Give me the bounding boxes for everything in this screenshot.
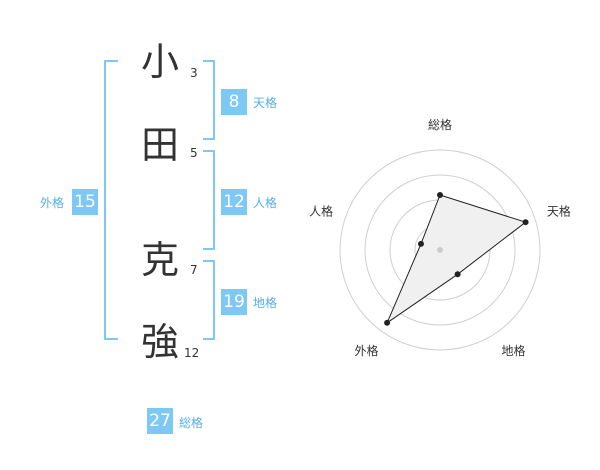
radar-point-1	[437, 192, 443, 198]
soukaku-label: 総格	[179, 416, 204, 430]
name-char-1: 小	[141, 40, 180, 84]
stroke-count-1: 3	[190, 66, 198, 80]
stroke-count-3: 7	[190, 263, 198, 277]
radar-axis-label-4: 外格	[354, 343, 378, 358]
tenkaku-value: 8	[221, 89, 247, 115]
radar-ring-3	[364, 174, 516, 326]
radar-center	[437, 247, 443, 253]
jinkaku-value: 12	[221, 189, 247, 215]
radar-ring-4	[339, 149, 541, 351]
chikaku-bracket	[203, 260, 215, 340]
jinkaku-bracket	[203, 150, 215, 250]
name-char-2: 田	[141, 123, 180, 167]
chikaku-label: 地格	[253, 296, 278, 310]
radar-points	[384, 192, 529, 326]
radar-point-3	[454, 271, 461, 278]
stroke-count-2: 5	[190, 146, 198, 160]
radar-point-4	[384, 319, 391, 326]
radar-polygon	[385, 194, 527, 325]
stroke-count-4: 12	[184, 346, 200, 360]
name-char-4: 強	[141, 320, 180, 364]
gaikaku-label: 外格	[40, 196, 65, 210]
radar-axis-label-2: 天格	[547, 203, 571, 218]
chikaku-value: 19	[221, 289, 247, 315]
radar-axis-label-1: 総格	[428, 117, 452, 132]
tenkaku-label: 天格	[253, 96, 278, 110]
tenkaku-bracket	[203, 60, 215, 140]
soukaku-value: 27	[147, 408, 173, 434]
radar-axis-label-5: 人格	[309, 203, 333, 218]
radar-point-2	[522, 219, 529, 226]
radar-axis-label-3: 地格	[501, 343, 525, 358]
gaikaku-value: 15	[72, 189, 98, 215]
jinkaku-label: 人格	[253, 196, 278, 210]
gaikaku-bracket	[104, 60, 118, 340]
radar-point-5	[417, 240, 424, 247]
name-char-3: 克	[141, 238, 180, 282]
